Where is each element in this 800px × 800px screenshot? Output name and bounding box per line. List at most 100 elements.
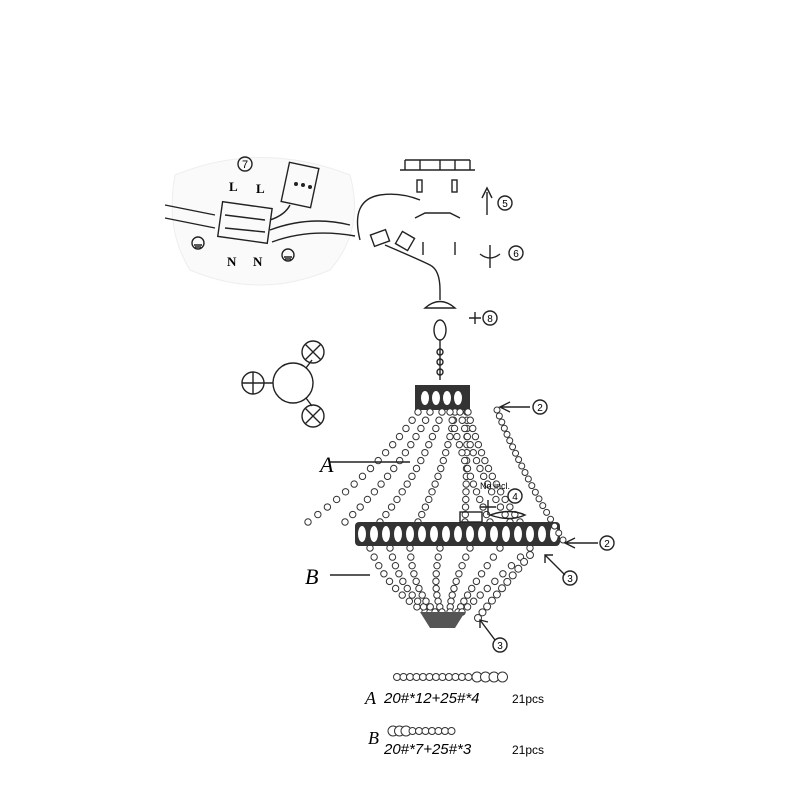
bead bbox=[417, 424, 425, 433]
bead bbox=[463, 591, 472, 599]
bead bbox=[478, 608, 487, 617]
step-number-7: 7 bbox=[242, 159, 248, 171]
bead bbox=[387, 503, 396, 511]
bead bbox=[432, 570, 440, 578]
bead bbox=[476, 495, 484, 504]
bead bbox=[421, 503, 430, 511]
bead bbox=[432, 577, 440, 586]
bead bbox=[452, 577, 460, 586]
bead bbox=[428, 488, 436, 496]
part-label-b: B bbox=[305, 564, 318, 589]
bead bbox=[492, 480, 501, 488]
connector-box bbox=[280, 161, 320, 209]
bead bbox=[531, 488, 539, 496]
legend-formula-b: 20#*7+25#*3 bbox=[383, 741, 472, 758]
bead bbox=[498, 584, 506, 593]
bead bbox=[466, 440, 474, 449]
bead bbox=[450, 584, 458, 593]
bead bbox=[445, 673, 453, 681]
bead bbox=[469, 597, 478, 605]
bead bbox=[503, 430, 511, 438]
bead bbox=[463, 432, 472, 441]
bead bbox=[476, 591, 484, 599]
bead bbox=[341, 488, 350, 496]
bead bbox=[458, 448, 466, 457]
bead bbox=[408, 416, 416, 424]
ground-icon bbox=[191, 236, 205, 250]
bead bbox=[481, 456, 489, 465]
bead bbox=[422, 597, 430, 605]
bead bbox=[453, 432, 461, 441]
bead bbox=[393, 673, 401, 681]
bead bbox=[431, 480, 439, 488]
bead bbox=[500, 424, 508, 432]
bead bbox=[412, 577, 420, 586]
bead bbox=[439, 456, 448, 465]
bead bbox=[479, 472, 488, 481]
step-number-6: 6 bbox=[513, 249, 519, 260]
bead bbox=[398, 488, 406, 496]
bead bbox=[469, 424, 477, 433]
bead bbox=[410, 570, 418, 578]
ceiling-plate bbox=[400, 159, 475, 171]
step-numbers: 5 6 8 2 4 2 3 3 No incl. bbox=[480, 195, 615, 653]
bead bbox=[377, 480, 385, 488]
bead bbox=[446, 408, 454, 416]
bead bbox=[408, 472, 416, 481]
bead bbox=[506, 437, 514, 445]
bead bbox=[399, 673, 408, 681]
ground-icon bbox=[281, 248, 295, 262]
mounting-bracket bbox=[414, 212, 461, 219]
bead bbox=[466, 416, 474, 424]
bead bbox=[482, 510, 491, 519]
legend-qty-b: 21pcs bbox=[512, 743, 544, 757]
bead bbox=[462, 480, 470, 488]
bead bbox=[455, 570, 463, 578]
bead bbox=[391, 561, 400, 570]
bulb-screw-icon bbox=[480, 500, 496, 515]
bead bbox=[434, 727, 443, 735]
bead bbox=[498, 418, 506, 426]
bead bbox=[483, 584, 491, 593]
bead bbox=[521, 469, 529, 476]
bead bbox=[414, 408, 422, 416]
bead bbox=[448, 591, 456, 599]
bead bbox=[434, 553, 442, 561]
label-neutral-left: N bbox=[227, 254, 237, 269]
bead bbox=[437, 464, 445, 473]
bead bbox=[341, 518, 349, 526]
canopy bbox=[423, 300, 457, 309]
legend-label-a: A bbox=[364, 688, 377, 708]
bead bbox=[388, 553, 397, 561]
bead bbox=[463, 603, 472, 611]
bead bbox=[462, 495, 470, 504]
legend-strands bbox=[387, 671, 508, 737]
bead bbox=[408, 591, 416, 599]
bead bbox=[363, 495, 372, 504]
bead bbox=[503, 577, 512, 586]
bead bbox=[323, 503, 332, 511]
bead bbox=[528, 482, 536, 490]
bead bbox=[451, 673, 460, 681]
bead bbox=[488, 472, 497, 481]
bottom-finial bbox=[420, 612, 465, 628]
bead bbox=[464, 673, 473, 681]
step-number-5: 5 bbox=[502, 199, 508, 210]
bead bbox=[332, 495, 341, 504]
bead bbox=[515, 456, 523, 464]
loose-strands bbox=[474, 406, 567, 622]
bead bbox=[441, 727, 449, 735]
bead bbox=[472, 456, 481, 465]
chandelier bbox=[304, 385, 560, 628]
bead bbox=[385, 577, 394, 586]
step-number-2-lower: 2 bbox=[604, 539, 610, 550]
bead bbox=[489, 553, 498, 561]
bead bbox=[350, 480, 358, 488]
ceiling-mount bbox=[356, 159, 501, 380]
bead bbox=[455, 440, 464, 449]
bead bbox=[395, 432, 404, 441]
bead bbox=[487, 596, 496, 605]
bead bbox=[444, 440, 452, 449]
bead bbox=[433, 591, 441, 599]
bead bbox=[383, 472, 392, 481]
